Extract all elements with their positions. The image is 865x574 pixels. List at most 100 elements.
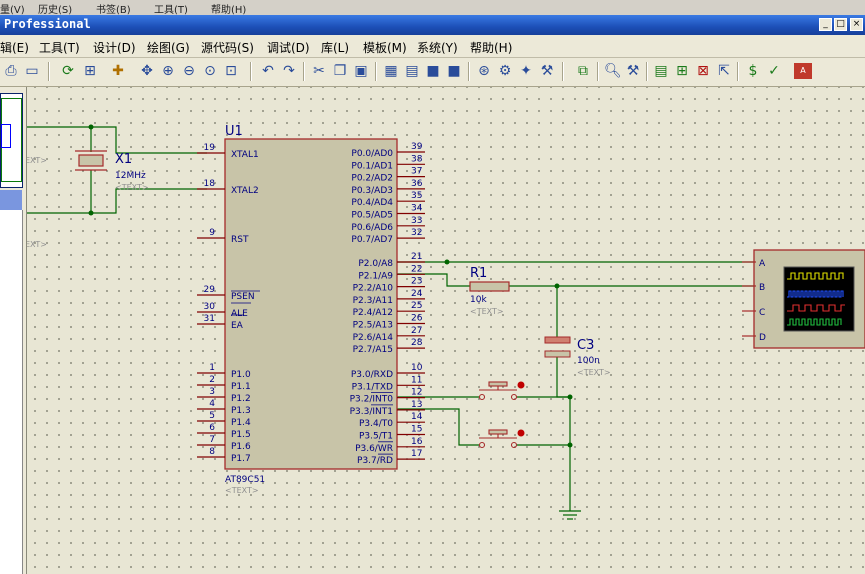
menu-template[interactable]: 模板(M) [363,41,407,55]
property-tool-icon[interactable]: ⚒ [626,63,640,79]
bom-icon[interactable]: $ [748,63,758,79]
overview-window[interactable] [0,93,23,188]
redo-icon[interactable]: ↷ [283,63,295,79]
pick-device-icon[interactable]: ⊛ [478,63,490,79]
pan-icon[interactable]: ✥ [141,63,153,79]
pin-number: 37 [411,167,422,177]
paste-icon[interactable]: ▣ [354,63,368,79]
block-rotate-icon[interactable]: ■ [426,63,440,79]
menu-graph[interactable]: 绘图(G) [147,41,190,55]
block-copy-icon[interactable]: ▦ [384,63,398,79]
pushbutton-1 [478,381,518,401]
bg-menu-item[interactable]: 量(V) [0,5,25,15]
selector-header[interactable] [0,190,22,210]
cut-icon[interactable]: ✂ [313,63,325,79]
close-button[interactable]: × [850,18,863,31]
maximize-button[interactable]: □ [834,18,847,31]
pin-label: P2.7/A15 [353,345,393,355]
block-delete-icon[interactable]: ■ [447,63,461,79]
u1-pin-left[interactable]: 7P1.6 [197,435,251,452]
print-icon[interactable]: ⎙ [5,63,17,79]
origin-icon[interactable]: ✚ [112,63,124,79]
search-icon[interactable]: 🔍︎ [604,63,622,79]
bg-menu-item[interactable]: 书签(B) [96,5,131,15]
schematic-canvas[interactable]: X1 12MHz <TEXT> EXT> EXT> U1 AT89C51 <TE… [26,87,865,574]
new-sheet-icon[interactable]: ▤ [654,63,668,79]
menu-help[interactable]: 帮助(H) [470,41,513,55]
pack-icon[interactable]: ✦ [520,63,532,79]
u1-pin-left[interactable]: 6P1.5 [197,423,251,440]
menu-design[interactable]: 设计(D) [93,41,136,55]
menu-edit[interactable]: 辑(E) [0,41,29,55]
remove-sheet-icon[interactable]: ⊠ [697,63,709,79]
u1-pin-left[interactable]: 2P1.1 [197,375,251,392]
grid-icon[interactable]: ⊞ [84,63,96,79]
pin-number: 31 [204,314,215,324]
wire-autoroute-icon[interactable]: ⧉ [578,63,588,79]
refresh-icon[interactable]: ⟳ [62,63,74,79]
make-device-icon[interactable]: ⚙ [498,63,512,79]
bg-menu-item[interactable]: 帮助(H) [211,5,247,15]
block-move-icon[interactable]: ▤ [405,63,419,79]
menu-tools[interactable]: 工具(T) [39,41,80,55]
u1-pin-left[interactable]: 1P1.0 [197,363,251,380]
add-sheet-icon[interactable]: ⊞ [676,63,688,79]
u1-pin-left[interactable]: 5P1.4 [197,411,251,428]
erc-icon[interactable]: ✓ [768,63,780,79]
bg-menu-item[interactable]: 工具(T) [154,5,188,15]
bg-menu-item[interactable]: 历史(S) [38,5,73,15]
zoom-area-icon[interactable]: ⊡ [225,63,237,79]
u1-pin-left[interactable]: 8P1.7 [197,447,251,464]
copy-icon[interactable]: ❐ [333,63,347,79]
menu-library[interactable]: 库(L) [321,41,350,55]
minimize-button[interactable]: _ [819,18,832,31]
zoom-all-icon[interactable]: ⊙ [204,63,216,79]
menu-debug[interactable]: 调试(D) [267,41,310,55]
device-list[interactable] [0,210,23,574]
ares-icon[interactable]: A [794,63,812,79]
pin-label: P3.6/WR [355,444,393,454]
undo-icon[interactable]: ↶ [262,63,274,79]
zoom-in-icon[interactable]: ⊕ [162,63,174,79]
decompose-icon[interactable]: ⚒ [540,63,554,79]
u1-pin-left[interactable]: 4P1.3 [197,399,251,416]
exit-sheet-icon[interactable]: ⇱ [718,63,730,79]
toolbar: ⎙ ▭ ⟳ ⊞ ✚ ✥ ⊕ ⊖ ⊙ ⊡ ↶ ↷ ✂ ❐ ▣ ▦ ▤ ■ ■ ⊛ … [0,58,865,87]
pin-label: PSEN [231,292,255,302]
menu-system[interactable]: 系统(Y) [417,41,458,55]
zoom-out-icon[interactable]: ⊖ [183,63,195,79]
page-icon[interactable]: ▭ [25,63,39,79]
u1-pin-left[interactable]: 3P1.2 [197,387,251,404]
menu-source[interactable]: 源代码(S) [201,41,254,55]
